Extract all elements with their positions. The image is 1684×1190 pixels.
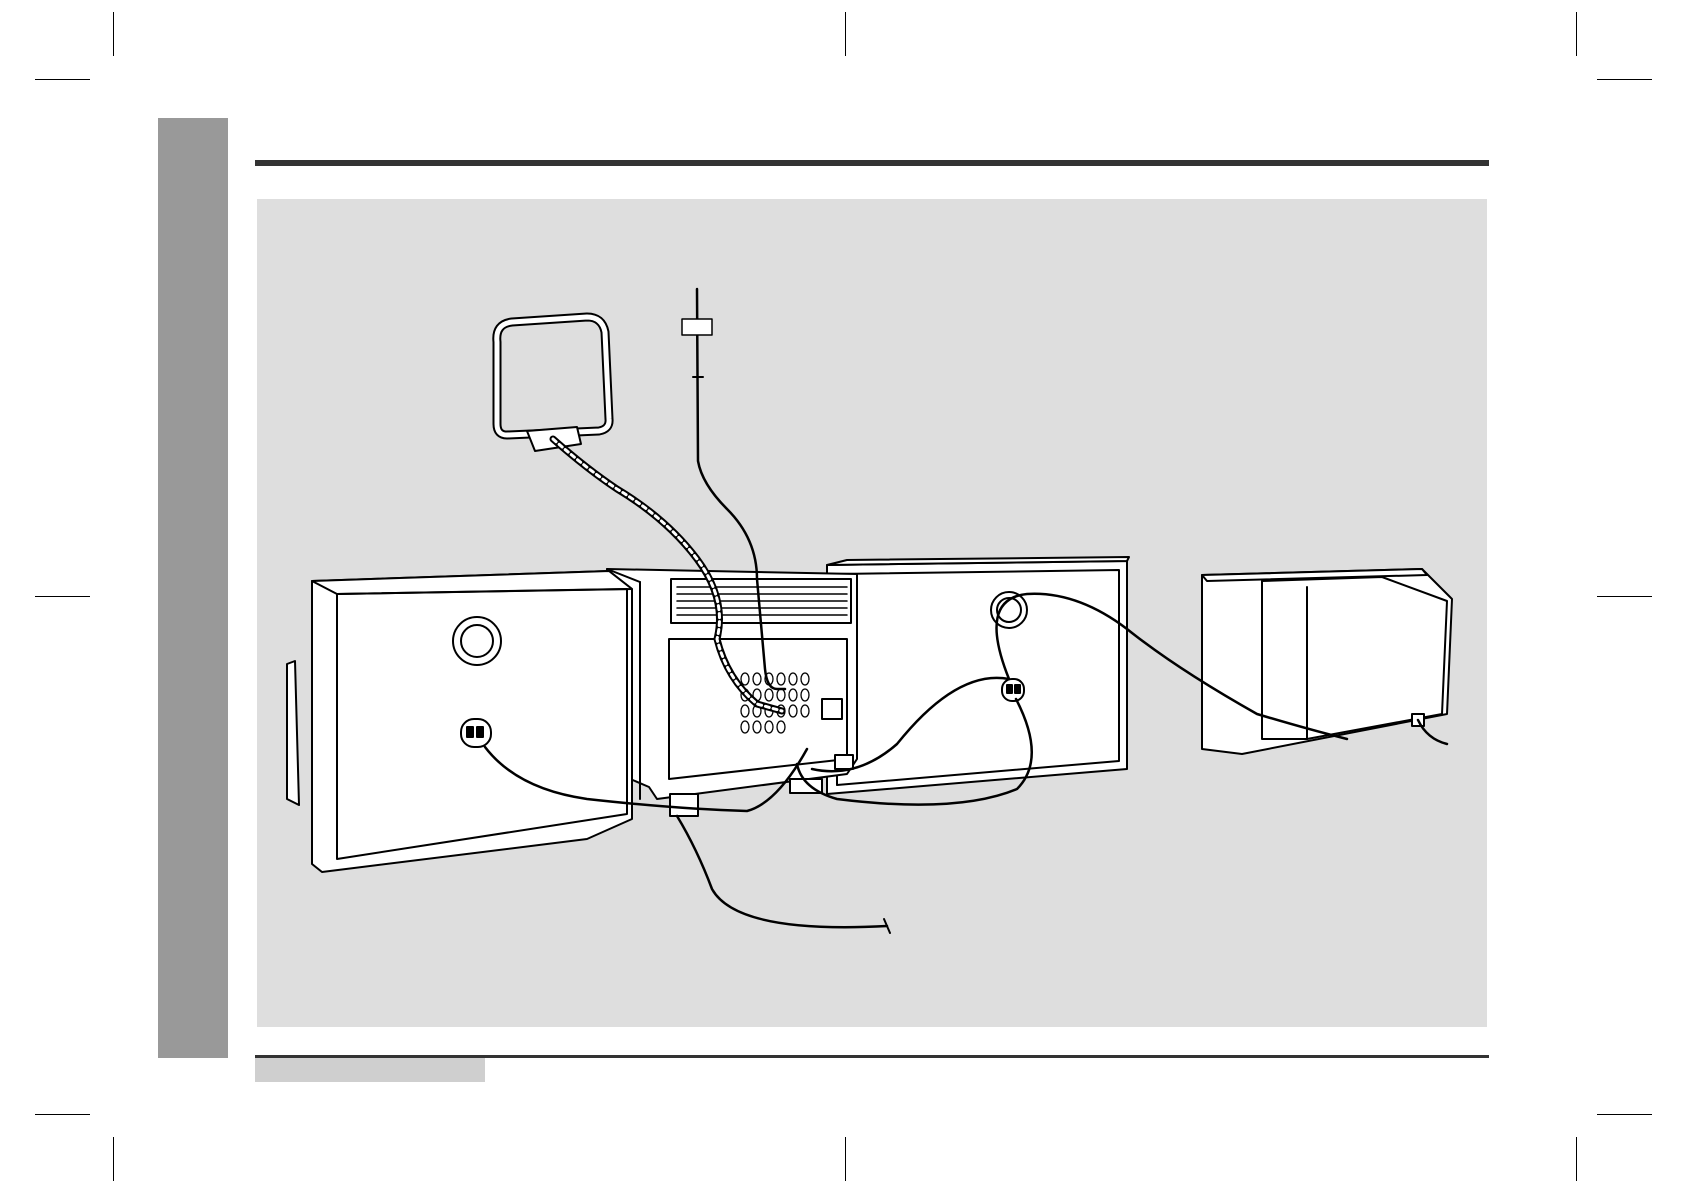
footer-tab	[255, 1058, 485, 1082]
crop-mark	[113, 1137, 114, 1181]
connection-illustration	[257, 199, 1487, 1027]
left-speaker	[287, 571, 632, 872]
crop-mark	[1597, 596, 1652, 597]
crop-mark	[1576, 1137, 1577, 1181]
crop-mark	[1597, 79, 1652, 80]
header-rule	[255, 160, 1489, 166]
main-unit	[607, 569, 857, 816]
connection-diagram	[257, 199, 1487, 1027]
section-side-tab	[158, 118, 228, 1058]
crop-mark	[845, 12, 846, 56]
crop-mark	[845, 1137, 846, 1181]
right-speaker	[827, 557, 1129, 794]
tv-set	[1202, 569, 1452, 754]
crop-mark	[35, 1114, 90, 1115]
crop-mark	[1597, 1114, 1652, 1115]
crop-mark	[35, 596, 90, 597]
crop-mark	[113, 12, 114, 56]
crop-mark	[35, 79, 90, 80]
am-loop-antenna	[497, 317, 609, 451]
crop-mark	[1576, 12, 1577, 56]
ac-power-lead	[677, 816, 890, 933]
